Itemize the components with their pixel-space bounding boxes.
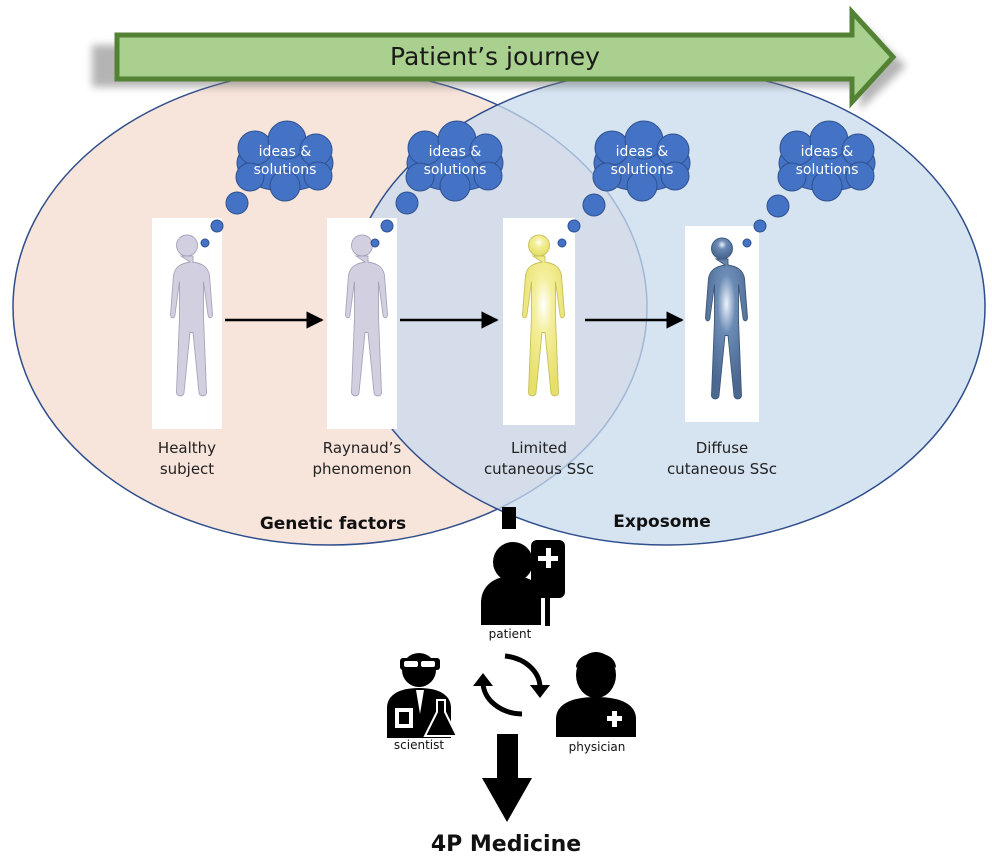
stage-line-2: phenomenon	[312, 460, 412, 478]
journey-title: Patient’s journey	[390, 42, 600, 71]
thought-cloud-2	[370, 120, 504, 248]
down-arrow	[482, 734, 532, 822]
thought-cloud-4	[742, 120, 876, 248]
cloud-line-1: ideas &	[258, 144, 312, 160]
cloud-line-1: ideas &	[428, 144, 482, 160]
scientist-icon	[387, 653, 459, 738]
cycle-arrow-left	[480, 681, 523, 717]
physician-label: physician	[568, 740, 626, 754]
exposome-label: Exposome	[613, 512, 711, 532]
stage-line-1: Limited	[511, 439, 567, 457]
stage-line-1: Raynaud’s	[322, 439, 402, 457]
cycle-arrowhead-left	[473, 673, 493, 686]
genetic-factors-label: Genetic factors	[259, 514, 407, 534]
cloud-text-2: ideas & solutions	[410, 143, 500, 179]
stage-line-2: cutaneous SSc	[483, 460, 595, 478]
outcome-label: 4P Medicine	[430, 832, 582, 857]
cloud-text-3: ideas & solutions	[597, 143, 687, 179]
cloud-line-2: solutions	[795, 162, 859, 178]
stage-label-healthy: Healthy subject	[117, 438, 257, 480]
scientist-label: scientist	[393, 738, 445, 752]
stage-line-2: subject	[159, 460, 215, 478]
patient-icon	[481, 540, 565, 626]
physician-icon	[556, 652, 636, 737]
cloud-line-2: solutions	[253, 162, 317, 178]
cycle-arrowhead-right	[530, 685, 550, 698]
cloud-text-1: ideas & solutions	[240, 143, 330, 179]
patient-label: patient	[488, 627, 532, 641]
cloud-text-4: ideas & solutions	[782, 143, 872, 179]
stage-line-2: cutaneous SSc	[666, 460, 778, 478]
stage-line-1: Diffuse	[695, 439, 749, 457]
thought-cloud-1	[200, 120, 334, 248]
cycle-arrow-right	[504, 653, 543, 689]
cloud-line-1: ideas &	[615, 144, 669, 160]
cloud-line-1: ideas &	[800, 144, 854, 160]
venn-connector	[502, 507, 516, 529]
stage-line-1: Healthy	[157, 439, 217, 457]
stage-label-diffuse: Diffuse cutaneous SSc	[647, 438, 797, 480]
stage-label-limited: Limited cutaneous SSc	[464, 438, 614, 480]
journey-arrow	[114, 5, 897, 109]
thought-cloud-3	[557, 120, 691, 248]
stage-label-raynaud: Raynaud’s phenomenon	[292, 438, 432, 480]
cloud-line-2: solutions	[610, 162, 674, 178]
cloud-line-2: solutions	[423, 162, 487, 178]
